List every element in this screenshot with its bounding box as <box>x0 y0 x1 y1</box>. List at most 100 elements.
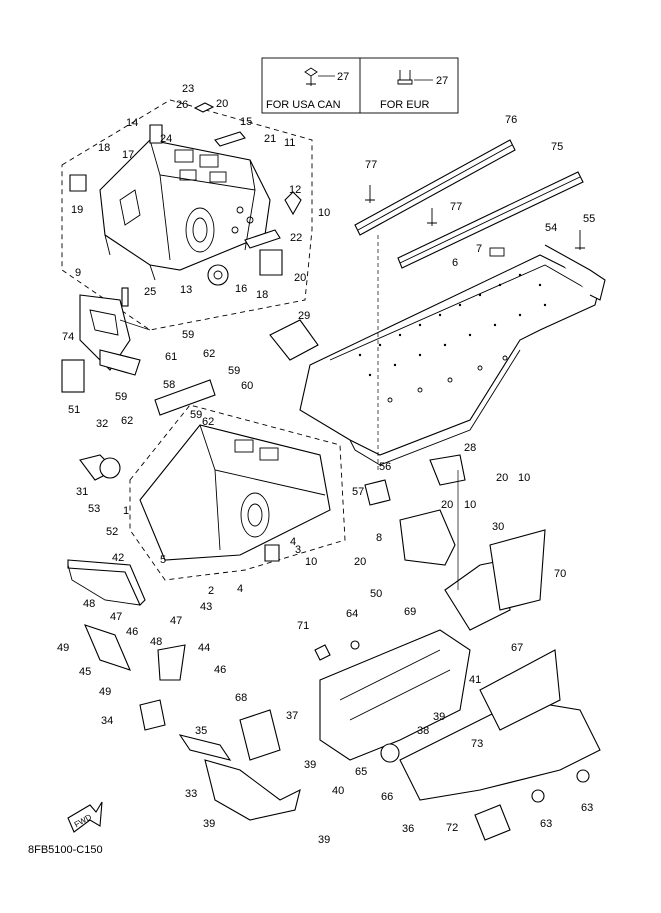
part-65-grommet-icon <box>380 743 400 763</box>
lower-frame-assembly <box>79 379 331 562</box>
part-63a-cap-icon <box>531 789 545 803</box>
callout-4a: 4 <box>290 536 296 548</box>
part-64-plug-icon <box>350 640 360 650</box>
upper-frame-assembly <box>69 102 302 286</box>
callout-74: 74 <box>62 331 74 343</box>
callout-49b: 49 <box>99 686 111 698</box>
callout-77b: 77 <box>450 201 462 213</box>
callout-18a: 18 <box>98 142 110 154</box>
callout-25: 25 <box>144 286 156 298</box>
callout-59c: 59 <box>115 391 127 403</box>
callout-36: 36 <box>402 823 414 835</box>
callout-19: 19 <box>71 204 83 216</box>
callout-31: 31 <box>76 486 88 498</box>
callout-65: 65 <box>355 766 367 778</box>
callout-37: 37 <box>286 710 298 722</box>
callout-8: 8 <box>376 532 382 544</box>
callout-68: 68 <box>235 692 247 704</box>
callout-48a: 48 <box>83 598 95 610</box>
callout-7: 7 <box>476 243 482 255</box>
side-panel-group <box>444 529 546 631</box>
callout-38: 38 <box>417 725 429 737</box>
callout-63a: 63 <box>540 818 552 830</box>
footrest-group <box>314 629 601 841</box>
part-22-bracket-icon <box>244 229 281 249</box>
tunnel-plate <box>269 230 606 466</box>
callout-54: 54 <box>545 222 557 234</box>
part-15-bracket-icon <box>214 131 246 147</box>
callout-52: 52 <box>106 526 118 538</box>
callout-10a: 10 <box>318 207 330 219</box>
callout-50: 50 <box>370 588 382 600</box>
callout-27-usa: 27 <box>337 71 349 83</box>
fwd-arrow-icon <box>67 801 103 833</box>
callout-49a: 49 <box>57 642 69 654</box>
callout-64: 64 <box>346 608 358 620</box>
callout-59b: 59 <box>228 365 240 377</box>
callout-15: 15 <box>240 116 252 128</box>
callout-62b: 62 <box>121 415 133 427</box>
variant-box: FOR USA CAN FOR EUR 27 27 <box>261 57 459 114</box>
callout-34: 34 <box>101 715 113 727</box>
part-25-pin-icon <box>121 287 129 307</box>
callout-20b: 20 <box>294 272 306 284</box>
callout-56: 56 <box>379 461 391 473</box>
callout-40: 40 <box>332 785 344 797</box>
callout-18b: 18 <box>256 289 268 301</box>
callout-20e: 20 <box>354 556 366 568</box>
part-28-bracket-icon <box>429 454 466 486</box>
callout-26: 26 <box>176 99 188 111</box>
slide-rails <box>354 139 584 269</box>
part-13-bearing-icon <box>207 264 229 286</box>
part-23-clip-icon <box>193 102 215 113</box>
callout-39a: 39 <box>304 759 316 771</box>
variant-usa-can-label: FOR USA CAN <box>266 99 341 111</box>
variant-eur-label: FOR EUR <box>380 99 430 111</box>
callout-67: 67 <box>511 642 523 654</box>
callout-59d: 59 <box>190 409 202 421</box>
fwd-arrow: FWD <box>67 801 103 833</box>
callout-46b: 46 <box>214 664 226 676</box>
callout-23: 23 <box>182 83 194 95</box>
callout-32: 32 <box>96 418 108 430</box>
part-58-bar-icon <box>154 379 216 416</box>
part-72-plate-icon <box>474 804 511 841</box>
callout-39c: 39 <box>318 834 330 846</box>
callout-39d: 39 <box>433 711 445 723</box>
callout-17: 17 <box>122 149 134 161</box>
callout-4b: 4 <box>237 583 243 595</box>
callout-71: 71 <box>297 620 309 632</box>
part-70-panel-icon <box>489 529 546 611</box>
callout-33: 33 <box>185 788 197 800</box>
callout-59a: 59 <box>182 329 194 341</box>
callout-72: 72 <box>446 822 458 834</box>
callout-10c: 10 <box>464 499 476 511</box>
callout-57: 57 <box>352 486 364 498</box>
callout-1: 1 <box>123 505 129 517</box>
callout-58: 58 <box>163 379 175 391</box>
callout-46a: 46 <box>126 626 138 638</box>
callout-2: 2 <box>208 585 214 597</box>
callout-39b: 39 <box>203 818 215 830</box>
part-35-plate-icon <box>178 734 232 761</box>
callout-41: 41 <box>469 674 481 686</box>
callout-47a: 47 <box>110 611 122 623</box>
part-3-spacer-icon <box>264 544 280 562</box>
callout-51: 51 <box>68 404 80 416</box>
callout-35: 35 <box>195 725 207 737</box>
callout-20a: 20 <box>216 98 228 110</box>
callout-69: 69 <box>404 606 416 618</box>
callout-66: 66 <box>381 791 393 803</box>
part-77b-bolt-icon <box>427 208 437 226</box>
callout-75: 75 <box>551 141 563 153</box>
callout-28: 28 <box>464 442 476 454</box>
front-bumper-group <box>67 559 186 731</box>
part-29-plate-icon <box>269 319 319 361</box>
callout-27-eur: 27 <box>436 75 448 87</box>
diagram-code: 8FB5100-C150 <box>28 844 103 856</box>
left-bracket-group <box>61 287 141 393</box>
callout-55: 55 <box>583 213 595 225</box>
